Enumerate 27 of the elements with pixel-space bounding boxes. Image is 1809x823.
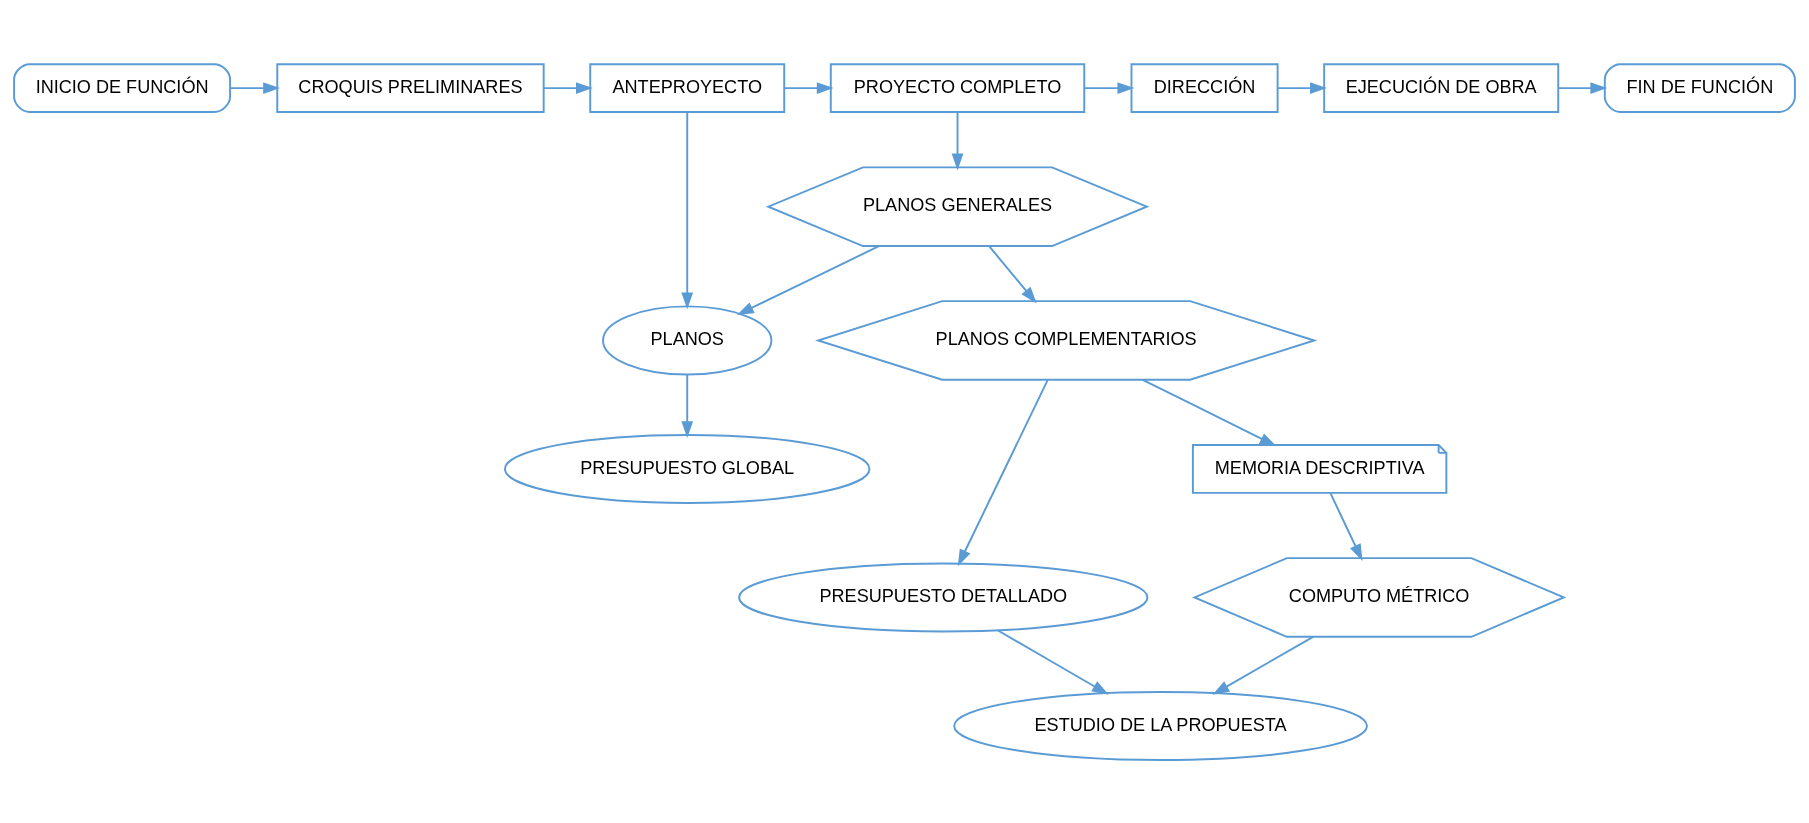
node-box: PROYECTO COMPLETO bbox=[829, 62, 1086, 113]
arrow bbox=[1141, 378, 1277, 446]
arrow bbox=[543, 81, 593, 94]
arrow bbox=[681, 373, 694, 438]
arrow bbox=[988, 244, 1037, 304]
arrow bbox=[736, 244, 881, 315]
arrow bbox=[783, 81, 834, 94]
arrow bbox=[996, 628, 1109, 695]
node-box: CROQUIS PRELIMINARES bbox=[276, 62, 545, 113]
arrow bbox=[229, 81, 280, 94]
node-box: EJECUCIÓN DE OBRA bbox=[1323, 62, 1560, 113]
node-ellipse: PRESUPUESTO DETALLADO bbox=[738, 561, 1149, 632]
node-box: ANTEPROYECTO bbox=[589, 62, 786, 113]
node-ellipse: ESTUDIO DE LA PROPUESTA bbox=[953, 690, 1368, 761]
arrow bbox=[1212, 635, 1315, 695]
arrow bbox=[681, 110, 694, 309]
arrow bbox=[1557, 81, 1608, 94]
node-ellipse: PRESUPUESTO GLOBAL bbox=[504, 433, 871, 504]
node-box: DIRECCIÓN bbox=[1130, 62, 1279, 113]
arrow bbox=[957, 378, 1049, 566]
arrow bbox=[951, 110, 964, 170]
arrow bbox=[1329, 491, 1363, 561]
arrow bbox=[1083, 81, 1135, 94]
node-ellipse: PLANOS bbox=[602, 304, 773, 375]
node-box: FIN DE FUNCIÓN bbox=[1603, 62, 1796, 113]
arrow bbox=[1277, 81, 1327, 94]
node-box: INICIO DE FUNCIÓN bbox=[13, 62, 232, 113]
